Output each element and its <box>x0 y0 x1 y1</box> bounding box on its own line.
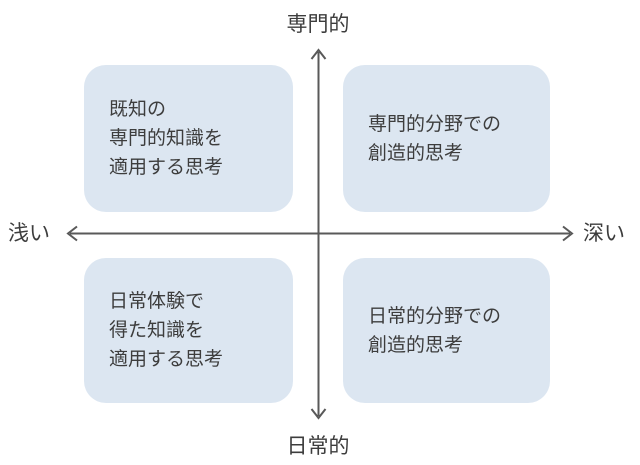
axis-label-bottom: 日常的 <box>286 435 350 458</box>
quadrant-top-right: 専門的分野での 創造的思考 <box>343 65 550 212</box>
quadrant-top-left: 既知の 専門的知識を 適用する思考 <box>84 65 293 212</box>
axis-label-left: 浅い <box>8 221 50 245</box>
axis-label-top: 専門的 <box>286 13 350 36</box>
arrow-up-icon <box>310 48 327 60</box>
arrow-left-icon <box>66 225 78 242</box>
quadrant-bottom-left-text: 日常体験で 得た知識を 適用する思考 <box>109 291 224 370</box>
quadrant-bottom-right: 日常的分野での 創造的思考 <box>343 258 550 403</box>
arrow-down-icon <box>310 408 327 420</box>
quadrant-bottom-right-text: 日常的分野での 創造的思考 <box>368 305 502 356</box>
quadrant-bottom-left: 日常体験で 得た知識を 適用する思考 <box>84 258 293 403</box>
quadrant-top-right-text: 専門的分野での 創造的思考 <box>368 113 502 164</box>
arrow-right-icon <box>562 225 574 242</box>
axis-label-right: 深い <box>583 221 625 245</box>
quadrant-top-left-text: 既知の 専門的知識を 適用する思考 <box>109 99 224 178</box>
